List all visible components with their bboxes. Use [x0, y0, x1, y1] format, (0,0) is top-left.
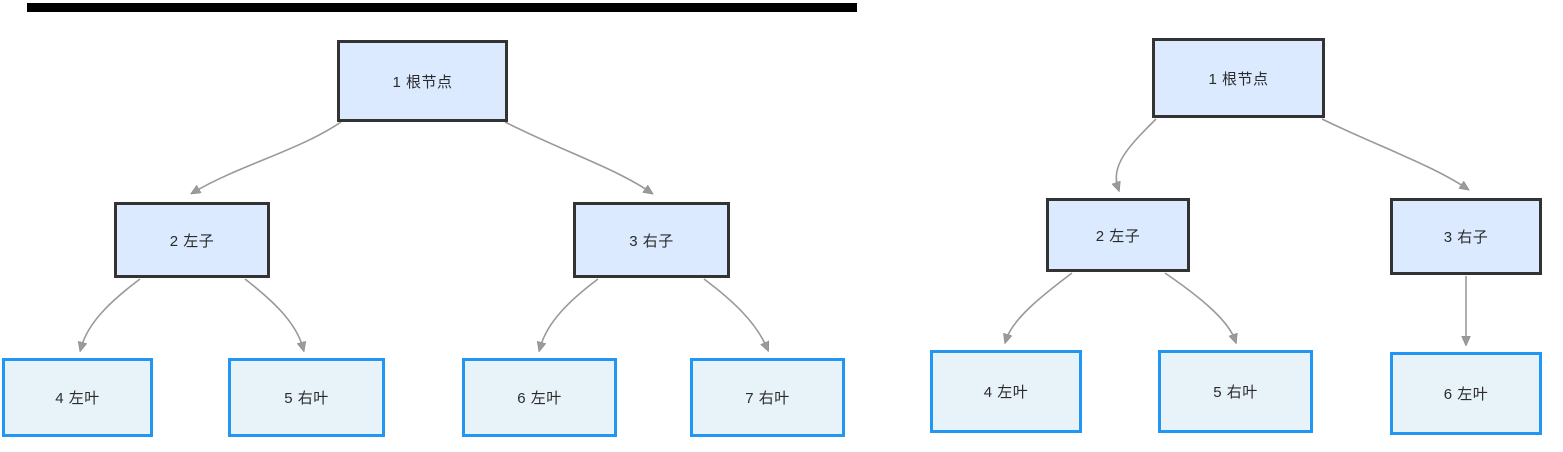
tree-node-label: 5 右叶	[1213, 384, 1258, 401]
tree-node-R5[interactable]: 5 右叶	[1158, 350, 1313, 433]
tree-node-R3[interactable]: 3 右子	[1390, 198, 1542, 275]
tree-node-label: 5 右叶	[284, 390, 329, 407]
tree-node-L2[interactable]: 2 左子	[114, 202, 270, 278]
tree-node-label: 1 根节点	[1208, 70, 1269, 88]
tree-node-label: 3 右子	[1443, 229, 1489, 246]
edge-L3-to-L6	[540, 278, 599, 348]
tree-node-label: 1 根节点	[392, 73, 453, 91]
top-black-bar	[27, 3, 857, 12]
tree-node-label: 2 左子	[169, 232, 215, 250]
tree-node-R6[interactable]: 6 左叶	[1390, 352, 1542, 435]
tree-node-L7[interactable]: 7 右叶	[690, 358, 845, 437]
tree-node-label: 6 左叶	[1443, 386, 1489, 403]
tree-node-R2[interactable]: 2 左子	[1046, 198, 1190, 272]
tree-node-R4[interactable]: 4 左叶	[930, 350, 1082, 433]
edge-R2-to-R4	[1006, 272, 1073, 340]
tree-node-L3[interactable]: 3 右子	[573, 202, 730, 278]
edge-L2-to-L5	[244, 278, 303, 348]
edge-L2-to-L4	[81, 278, 141, 348]
edge-R1-to-R3	[1321, 118, 1466, 188]
edge-L3-to-L7	[703, 278, 767, 348]
tree-node-label: 4 左叶	[55, 390, 100, 407]
tree-node-L1[interactable]: 1 根节点	[337, 40, 508, 122]
tree-node-L4[interactable]: 4 左叶	[2, 358, 153, 437]
tree-node-label: 2 左子	[1095, 227, 1141, 245]
tree-node-label: 3 右子	[629, 232, 674, 250]
tree-node-L6[interactable]: 6 左叶	[462, 358, 617, 437]
tree-node-label: 6 左叶	[517, 390, 562, 407]
tree-node-L5[interactable]: 5 右叶	[228, 358, 385, 437]
edge-L1-to-L2	[194, 121, 342, 192]
edge-L1-to-L3	[504, 121, 650, 192]
tree-node-label: 7 右叶	[745, 390, 790, 407]
edge-R2-to-R5	[1164, 272, 1235, 340]
tree-node-R1[interactable]: 1 根节点	[1152, 38, 1325, 118]
edge-R1-to-R2	[1116, 118, 1157, 188]
tree-node-label: 4 左叶	[983, 384, 1029, 401]
